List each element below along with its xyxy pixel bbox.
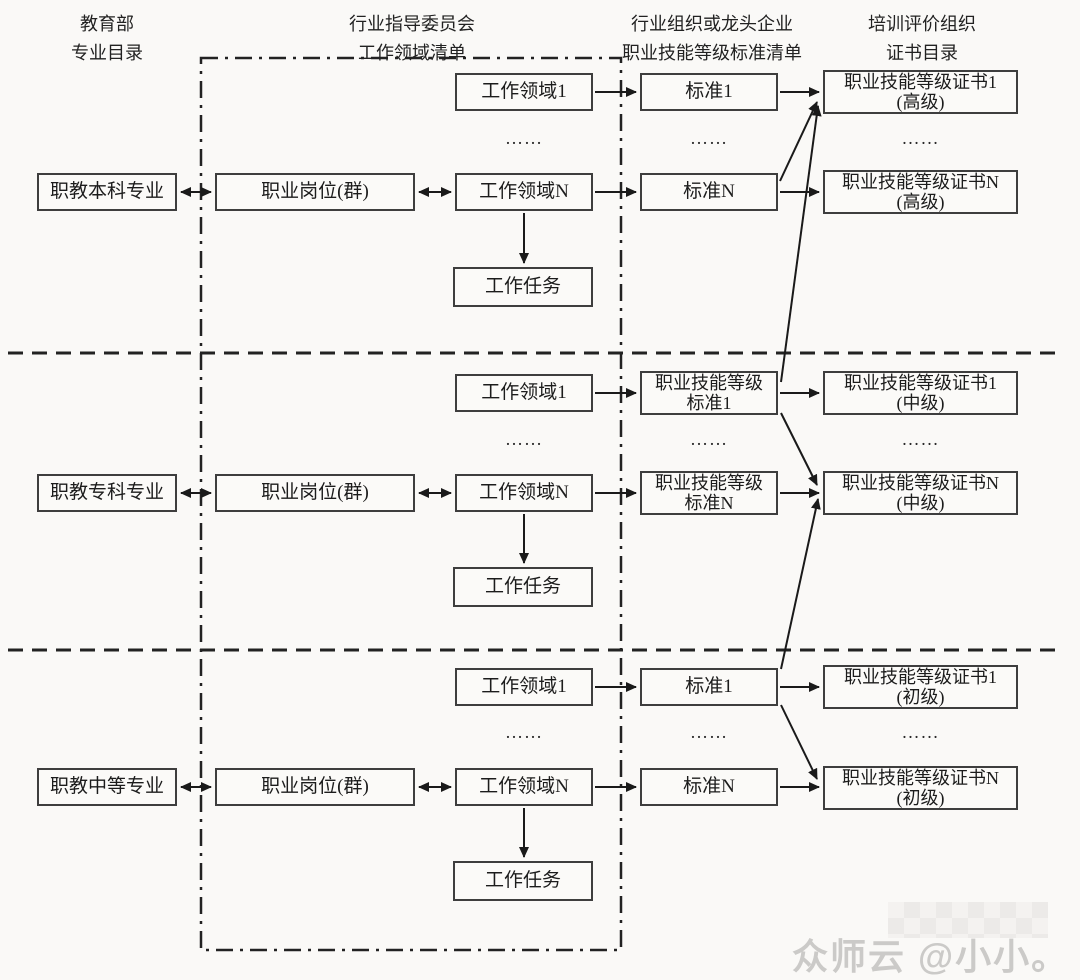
header-line: 行业组织或龙头企业 (631, 14, 793, 34)
box-standard-n-bottom: 标准N (640, 768, 778, 806)
box-worktask-bottom: 工作任务 (453, 861, 593, 901)
header-training-org: 培训评价组织 证书目录 (822, 10, 1022, 68)
box-label: 职教本科专业 (49, 181, 164, 203)
box-label: (中级) (896, 393, 945, 413)
box-major-undergraduate: 职教本科专业 (37, 173, 177, 211)
box-label: 工作任务 (484, 870, 561, 892)
ellipsis-workfields-bottom: …… (505, 722, 543, 742)
mosaic-blur-patch (888, 902, 1048, 938)
header-line: 培训评价组织 (868, 14, 976, 34)
box-label: 职业岗位(群) (261, 482, 369, 504)
ellipsis-workfields-mid: …… (505, 429, 543, 449)
box-label: 标准N (683, 181, 735, 203)
box-label: 工作领域N (479, 482, 569, 504)
ellipsis-standards-mid: …… (690, 429, 728, 449)
box-label: 工作领域N (479, 181, 569, 203)
box-certificate-1-elementary: 职业技能等级证书1 (初级) (823, 665, 1018, 709)
box-standard-n-top: 标准N (640, 173, 778, 211)
box-standard-1-top: 标准1 (640, 73, 778, 111)
arrow-stdN-top-to-cert1-senior (779, 101, 818, 182)
box-label: 标准1 (686, 393, 732, 413)
box-label: 标准1 (685, 81, 733, 103)
box-certificate-n-senior: 职业技能等级证书N (高级) (823, 170, 1018, 214)
ellipsis-standards-bottom: …… (690, 722, 728, 742)
box-certificate-1-senior: 职业技能等级证书1 (高级) (823, 70, 1018, 114)
ellipsis-workfields-top: …… (505, 128, 543, 148)
box-label: 职业技能等级证书N (842, 767, 999, 788)
header-line: 证书目录 (886, 42, 958, 63)
ellipsis-standards-top: …… (690, 128, 728, 148)
box-workfield-n-top: 工作领域N (455, 173, 593, 211)
box-major-college: 职教专科专业 (37, 474, 177, 512)
header-line: 专业目录 (71, 42, 143, 63)
box-label: (中级) (896, 493, 945, 513)
watermark-text: 众师云 @小小。 (792, 936, 1070, 977)
arrow-std1-bottom-to-certN-intermediate (780, 498, 821, 670)
field-to-standard-arrows (595, 87, 637, 792)
box-post-group-mid: 职业岗位(群) (215, 474, 415, 512)
box-label: 职业技能等级证书1 (844, 666, 997, 687)
box-label: 工作领域1 (481, 676, 567, 698)
box-label: 职业技能等级证书N (842, 171, 999, 192)
box-label: (高级) (896, 92, 945, 112)
arrow-std1-bottom-to-certN-elementary (780, 704, 818, 780)
arrow-std1-mid-to-certN-intermediate (780, 412, 818, 486)
box-workfield-1-bottom: 工作领域1 (455, 668, 593, 706)
header-education-ministry: 教育部 专业目录 (17, 10, 197, 68)
box-label: 职业岗位(群) (261, 776, 369, 798)
box-workfield-n-mid: 工作领域N (455, 474, 593, 512)
box-certificate-n-intermediate: 职业技能等级证书N (中级) (823, 471, 1018, 515)
box-certificate-n-elementary: 职业技能等级证书N (初级) (823, 766, 1018, 810)
box-label: 职教中等专业 (49, 776, 164, 798)
box-label: 职业技能等级证书N (842, 472, 999, 493)
box-label: 职业技能等级证书1 (844, 71, 997, 92)
box-label: 工作任务 (484, 576, 561, 598)
header-line: 职业技能等级标准清单 (622, 42, 802, 63)
box-standard-1-bottom: 标准1 (640, 668, 778, 706)
ellipsis-certificates-top: …… (901, 128, 940, 148)
box-label: 职业技能等级证书1 (844, 372, 997, 393)
header-line: 教育部 (80, 14, 134, 34)
diagonal-arrows (779, 101, 822, 780)
arrow-std1-mid-to-cert1-senior (780, 105, 822, 383)
bidirectional-arrows (180, 187, 452, 792)
box-post-group-bottom: 职业岗位(群) (215, 768, 415, 806)
ellipsis-certificates-bottom: …… (901, 722, 940, 742)
box-label: 工作领域N (479, 776, 569, 798)
box-label: 标准N (683, 776, 735, 798)
box-post-group-top: 职业岗位(群) (215, 173, 415, 211)
box-certificate-1-intermediate: 职业技能等级证书1 (中级) (823, 371, 1018, 415)
box-label: 职业技能等级 (655, 472, 763, 493)
box-workfield-1-mid: 工作领域1 (455, 374, 593, 412)
box-label: (初级) (896, 687, 945, 707)
header-line: 行业指导委员会 (349, 14, 475, 34)
box-worktask-top: 工作任务 (453, 267, 593, 307)
box-label: 职业技能等级 (655, 372, 763, 393)
box-label: 标准N (684, 493, 734, 513)
box-workfield-1-top: 工作领域1 (455, 73, 593, 111)
box-label: (初级) (896, 788, 945, 808)
box-label: 职业岗位(群) (261, 181, 369, 203)
box-label: 标准1 (685, 676, 733, 698)
box-skill-standard-1-mid: 职业技能等级 标准1 (640, 371, 778, 415)
header-industry-org: 行业组织或龙头企业 职业技能等级标准清单 (582, 10, 842, 68)
box-label: 职教专科专业 (49, 482, 164, 504)
ellipsis-certificates-mid: …… (901, 429, 940, 449)
box-major-secondary: 职教中等专业 (37, 768, 177, 806)
box-worktask-mid: 工作任务 (453, 567, 593, 607)
box-label: 工作领域1 (481, 81, 567, 103)
box-label: (高级) (896, 192, 945, 212)
box-workfield-n-bottom: 工作领域N (455, 768, 593, 806)
box-label: 工作领域1 (481, 382, 567, 404)
standard-to-certificate-arrows (780, 87, 820, 792)
dashdot-committee-frame (199, 56, 623, 952)
box-label: 工作任务 (484, 276, 561, 298)
box-skill-standard-n-mid: 职业技能等级 标准N (640, 471, 778, 515)
